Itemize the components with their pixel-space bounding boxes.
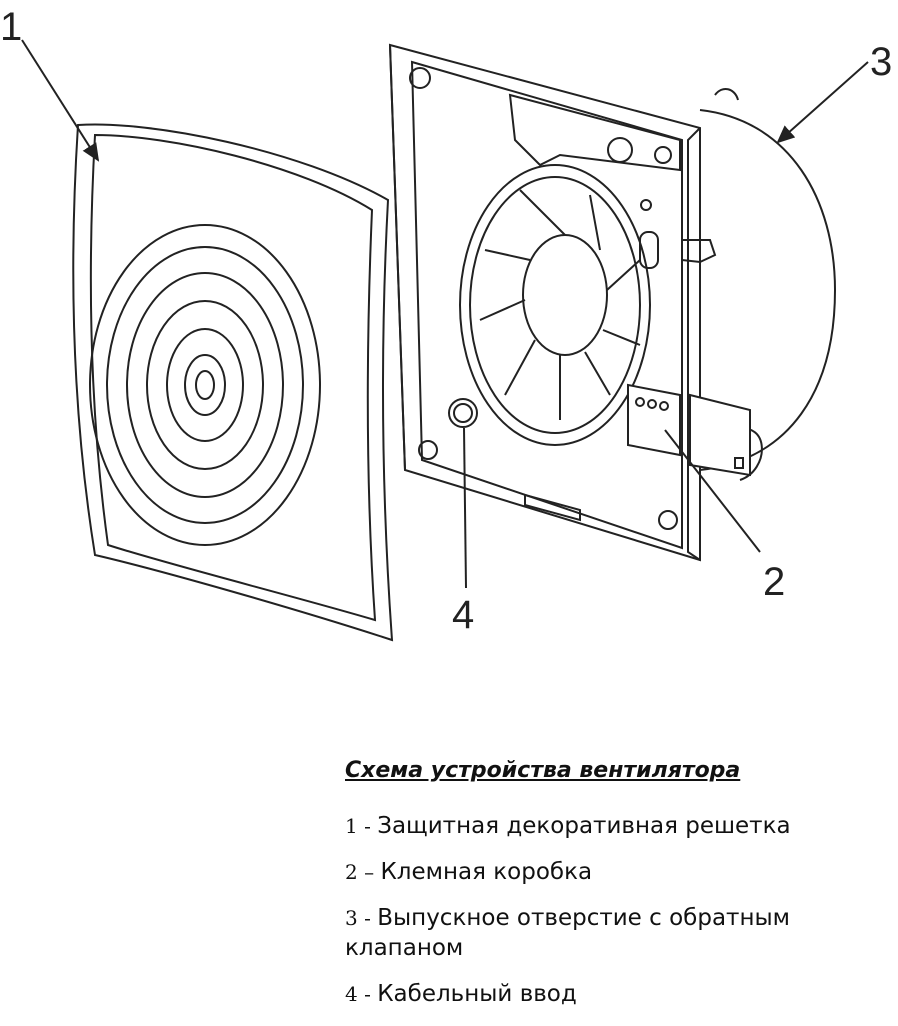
callout-1-arrow <box>21 39 100 162</box>
legend-title: Схема устройства вентилятора <box>345 758 741 783</box>
legend-num: 1 <box>345 814 358 838</box>
legend-num: 4 <box>345 982 358 1006</box>
legend-sep: - <box>357 906 378 930</box>
legend-text: Выпускное отверстие с обратным клапаном <box>345 905 790 961</box>
decorative-grille <box>72 123 394 642</box>
cable-entry <box>448 398 478 428</box>
callout-4-line <box>463 427 467 589</box>
legend-item: 3 - Выпускное отверстие с обратным клапа… <box>345 903 885 963</box>
callout-2-line <box>664 429 761 553</box>
legend-sep: - <box>357 982 378 1006</box>
legend-item: 2 – Клемная коробка <box>345 857 885 887</box>
fan-exploded-diagram: 1 2 3 4 <box>0 5 892 642</box>
terminal-box <box>627 383 751 477</box>
legend-num: 2 <box>345 860 358 884</box>
legend-num: 3 <box>345 906 358 930</box>
legend-sep: – <box>357 860 381 884</box>
callout-3: 3 <box>870 40 892 84</box>
legend-text: Клемная коробка <box>380 859 593 885</box>
fan-impeller <box>459 164 651 446</box>
fan-housing <box>388 43 751 562</box>
legend-item: 4 - Кабельный ввод <box>345 979 885 1009</box>
legend: Схема устройства вентилятора 1 - Защитна… <box>345 758 885 1025</box>
callout-2: 2 <box>763 560 785 604</box>
legend-sep: - <box>357 814 378 838</box>
callout-4: 4 <box>452 593 474 637</box>
legend-text: Кабельный ввод <box>377 981 577 1007</box>
callout-1: 1 <box>0 5 22 49</box>
legend-text: Защитная декоративная решетка <box>377 813 791 839</box>
callout-3-arrow <box>776 61 869 144</box>
legend-item: 1 - Защитная декоративная решетка <box>345 811 885 841</box>
